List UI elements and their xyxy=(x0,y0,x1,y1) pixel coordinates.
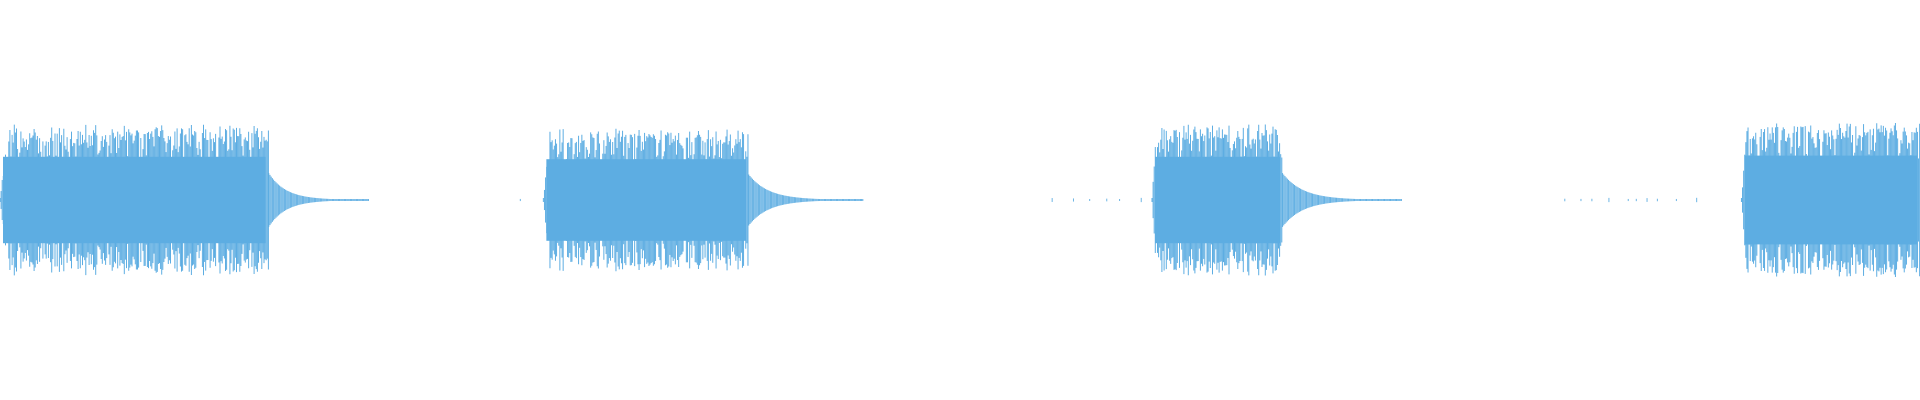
waveform-bars xyxy=(0,123,1920,277)
waveform-core xyxy=(1744,155,1917,245)
waveform-core xyxy=(1155,156,1280,244)
waveform-core xyxy=(546,159,746,241)
waveform-core xyxy=(3,156,266,244)
